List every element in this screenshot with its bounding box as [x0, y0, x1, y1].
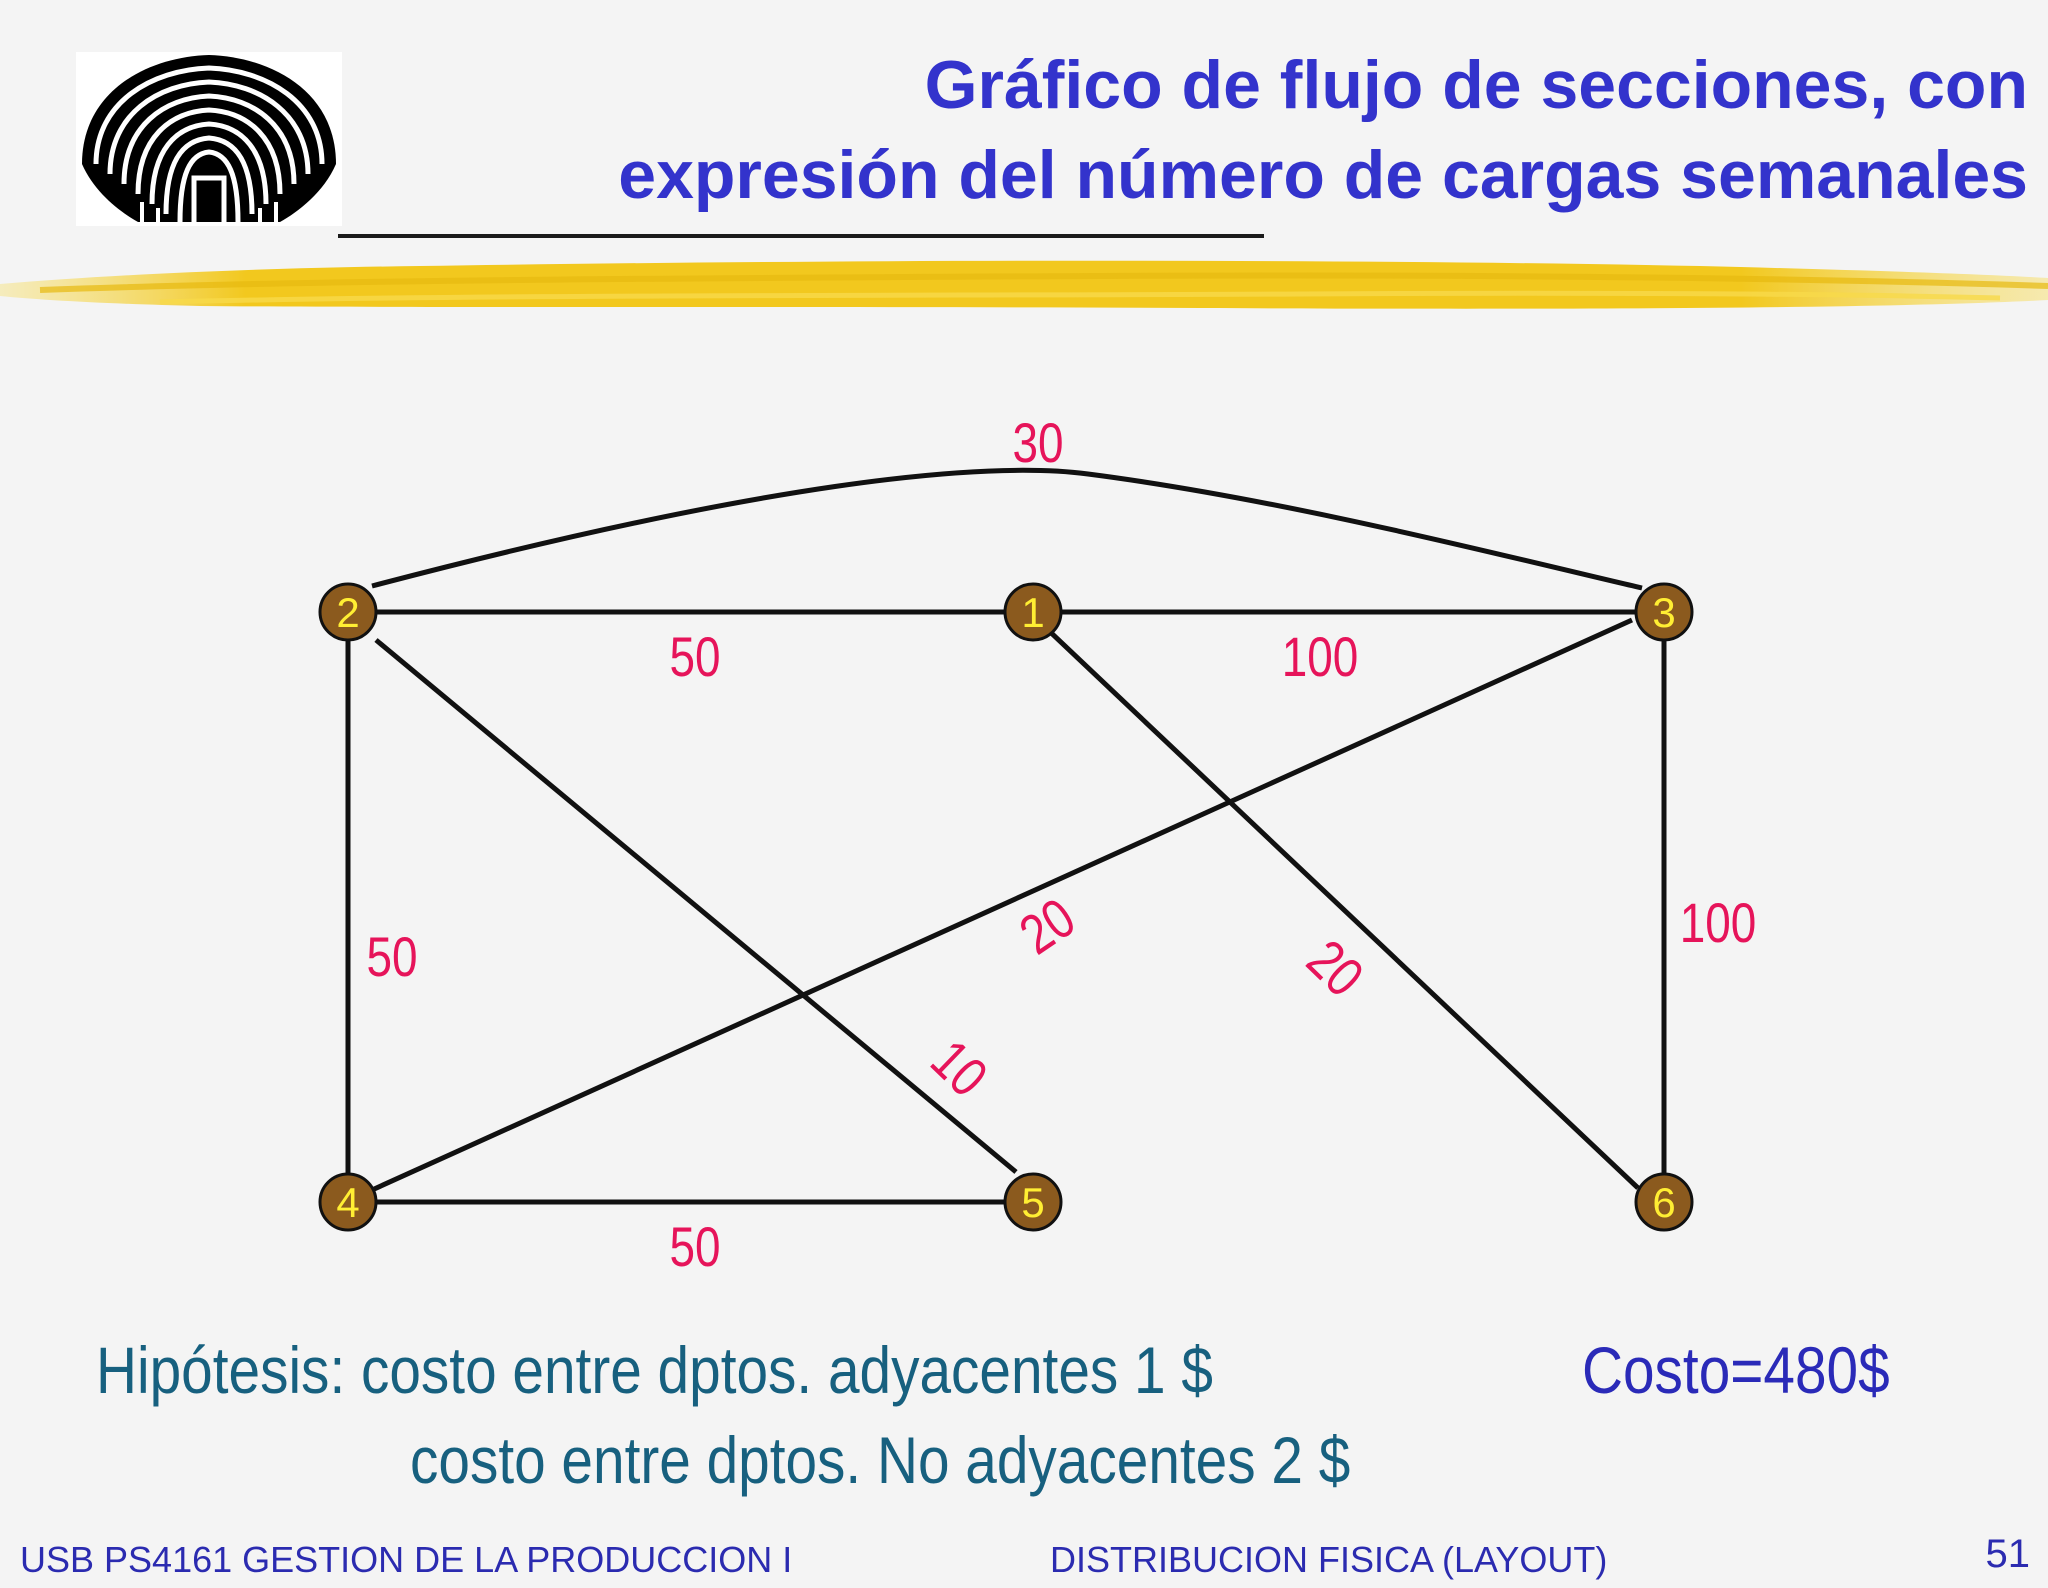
- graph-edges: [345, 467, 1667, 1205]
- slide-title-line-2: expresión del número de cargas semanales: [618, 137, 2028, 213]
- slide-number: 51: [1985, 1532, 2031, 1576]
- edge-1-6: [1044, 626, 1640, 1190]
- node-circle-1: [1003, 582, 1063, 642]
- edge-4-3: [370, 617, 1634, 1193]
- node-label-3: 3: [1652, 589, 1675, 636]
- node-5: 5: [1003, 1172, 1063, 1232]
- node-label-5: 5: [1021, 1179, 1044, 1226]
- university-logo: [76, 52, 342, 226]
- node-circle-4: [318, 1172, 378, 1232]
- edge-2-5: [374, 638, 1018, 1174]
- logo-emblem-icon: [82, 55, 336, 224]
- node-label-4: 4: [336, 1179, 359, 1226]
- total-cost: Costo=480$: [1582, 1333, 1890, 1407]
- slide-title: Gráfico de flujo de secciones, con expre…: [428, 40, 2028, 220]
- edge-label-2-4: 50: [366, 926, 417, 988]
- edge-label-1-3: 100: [1282, 626, 1359, 688]
- node-label-2: 2: [336, 589, 359, 636]
- edge-label-2-3: 30: [1012, 412, 1063, 474]
- node-2: 2: [318, 582, 378, 642]
- node-circle-3: [1634, 582, 1694, 642]
- node-circle-5: [1003, 1172, 1063, 1232]
- slide-title-line-1: Gráfico de flujo de secciones, con: [924, 47, 2028, 123]
- node-label-1: 1: [1021, 589, 1044, 636]
- node-circle-6: [1634, 1172, 1694, 1232]
- node-4: 4: [318, 1172, 378, 1232]
- footer-topic: DISTRIBUCION FISICA (LAYOUT): [1050, 1539, 1608, 1580]
- node-circle-2: [318, 582, 378, 642]
- edge-2-3: [371, 467, 1643, 591]
- node-6: 6: [1634, 1172, 1694, 1232]
- node-label-6: 6: [1652, 1179, 1675, 1226]
- hypothesis-line-1: Hipótesis: costo entre dptos. adyacentes…: [96, 1333, 1213, 1407]
- graph-nodes: 1 2 3 4 5 6: [318, 582, 1694, 1232]
- node-1: 1: [1003, 582, 1063, 642]
- edge-label-2-1: 50: [669, 626, 720, 688]
- title-underline: [338, 234, 1264, 238]
- footer-course: USB PS4161 GESTION DE LA PRODUCCION I: [20, 1539, 793, 1580]
- yellow-brush-divider: [0, 260, 2048, 309]
- edge-label-4-5: 50: [669, 1216, 720, 1278]
- node-3: 3: [1634, 582, 1694, 642]
- edge-label-2-5: 10: [919, 1028, 999, 1108]
- edge-label-1-6: 20: [1295, 928, 1375, 1008]
- edge-label-3-6: 100: [1680, 892, 1757, 954]
- hypothesis-line-2: costo entre dptos. No adyacentes 2 $: [410, 1423, 1351, 1497]
